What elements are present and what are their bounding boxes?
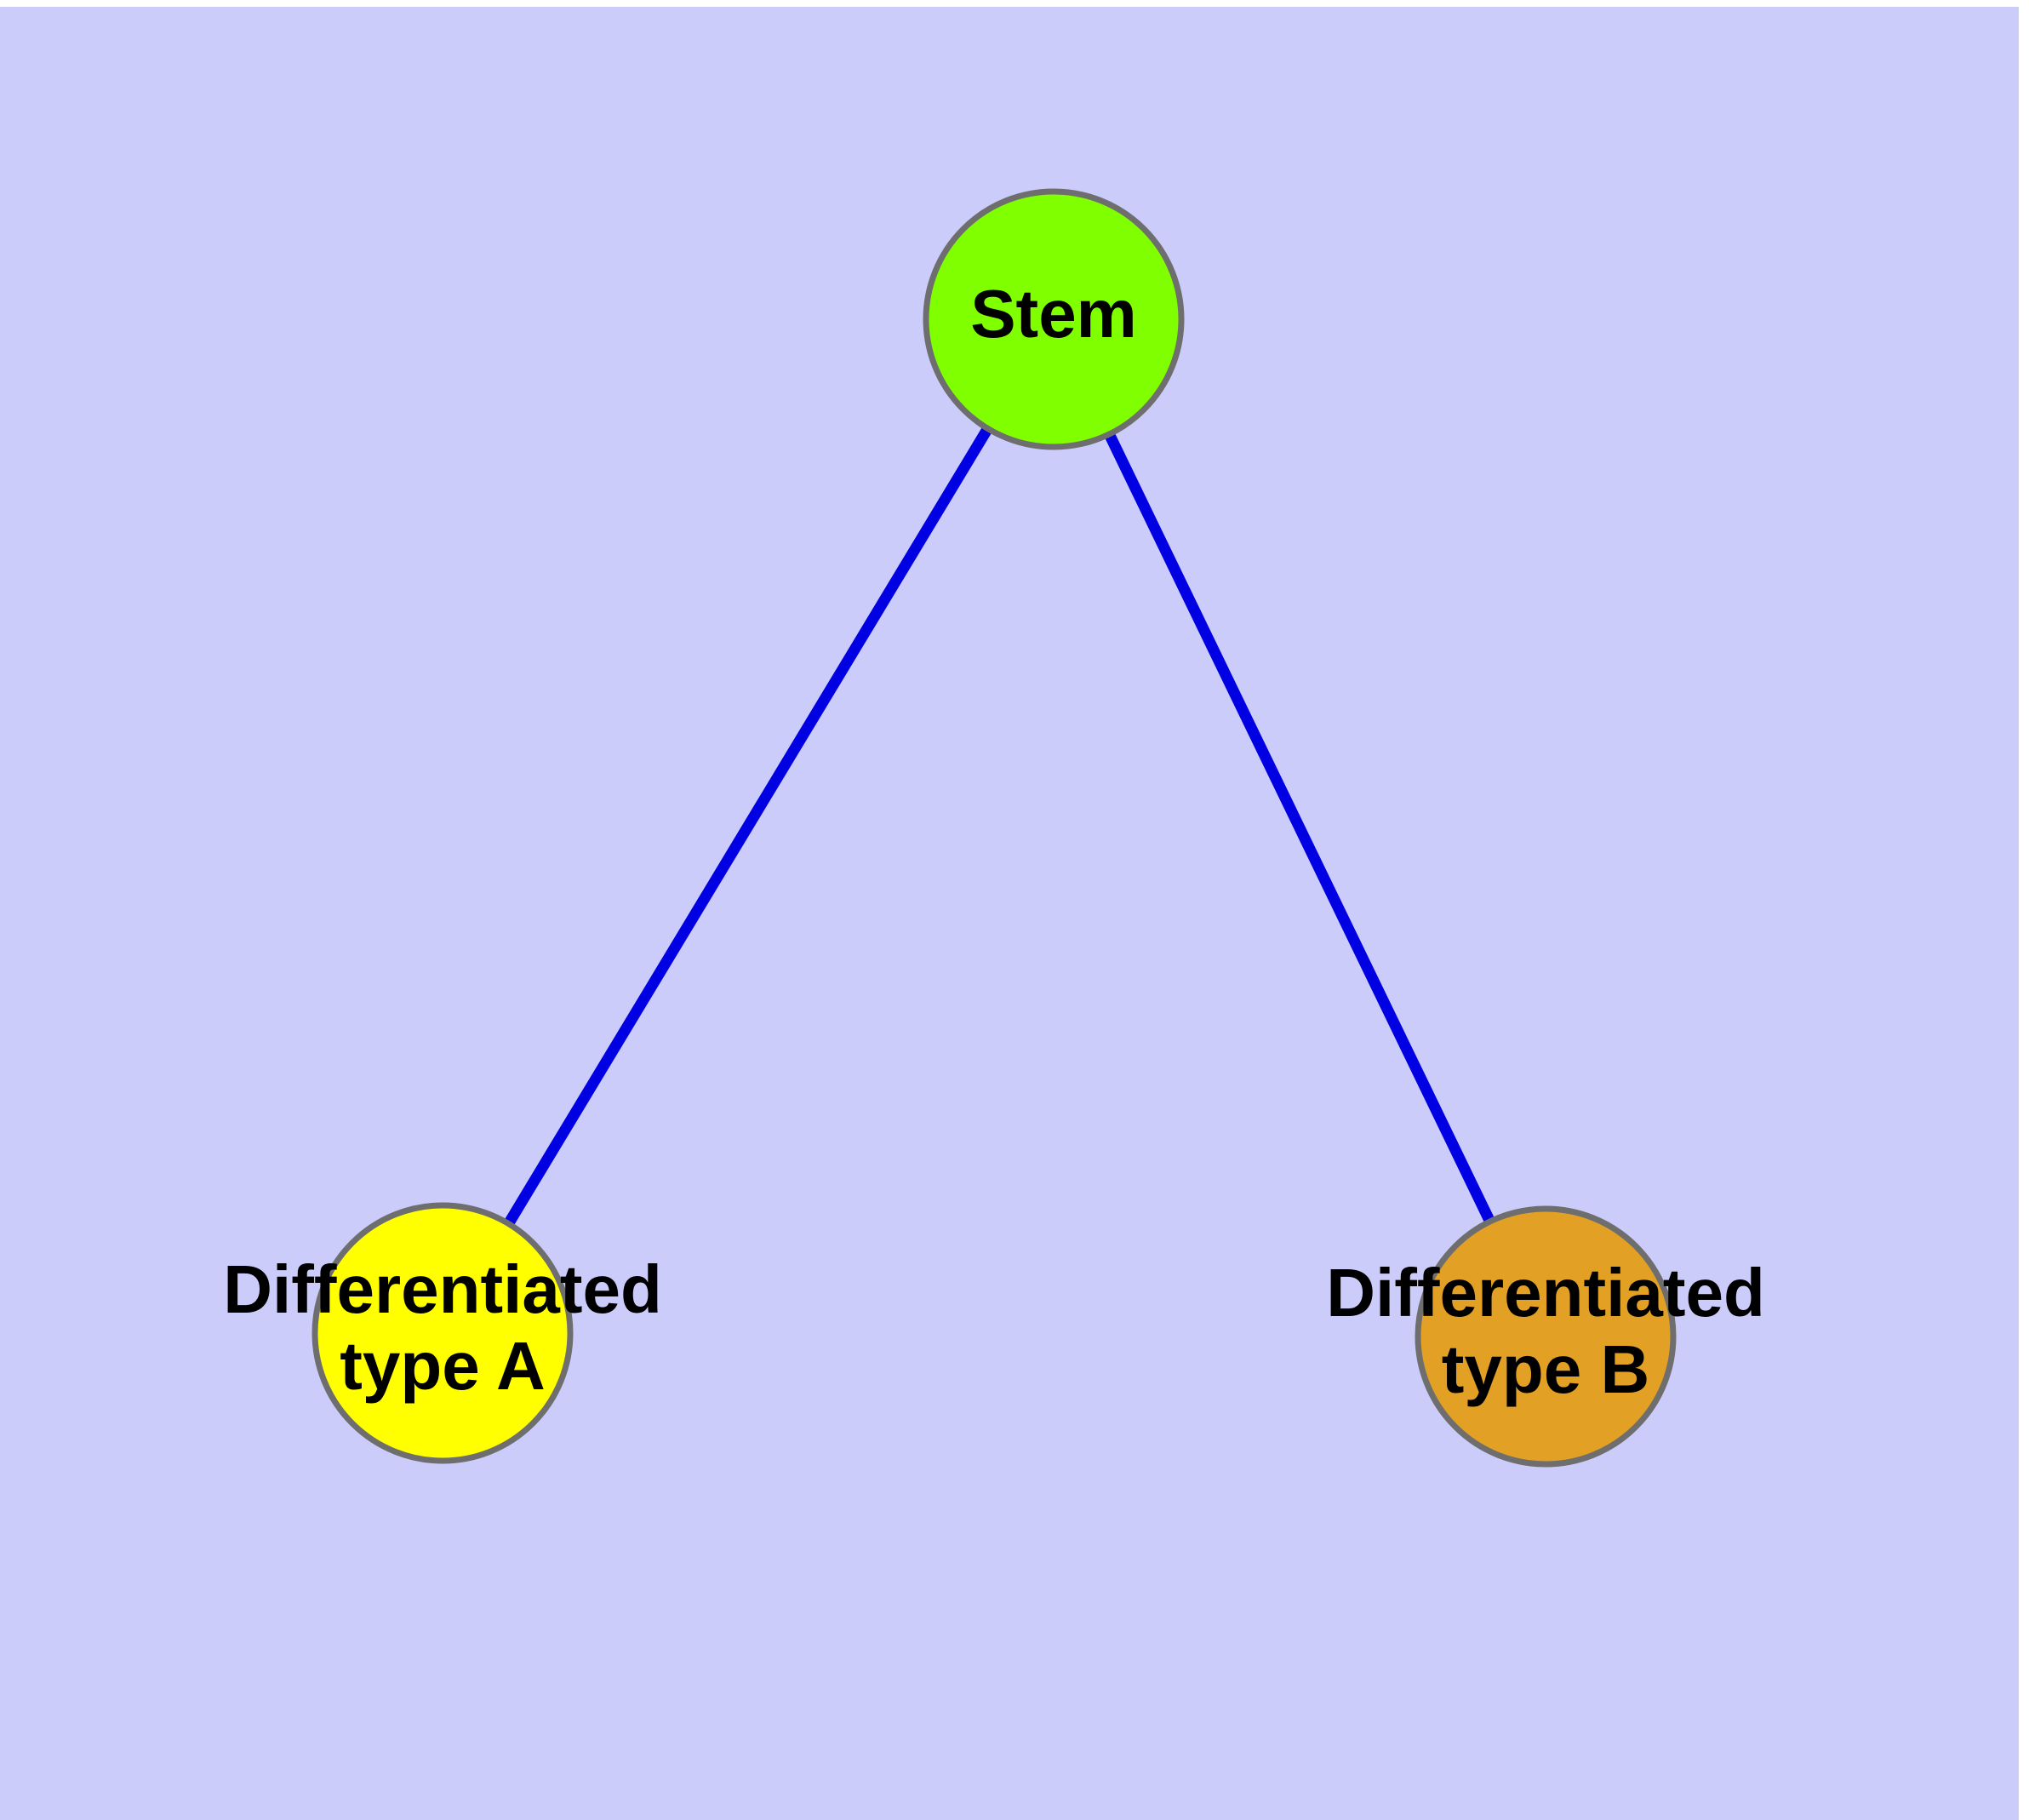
graph-node-diff_b[interactable]	[1415, 1205, 1677, 1468]
nodes-layer	[311, 188, 1677, 1468]
graph-node-label-line: Differentiated	[223, 1251, 662, 1327]
graph-edge-stem-to-diff_a	[505, 427, 992, 1225]
graph-node-label-line: type B	[1442, 1331, 1650, 1407]
graph-node-diff_a[interactable]	[311, 1202, 574, 1464]
graph-edge-stem-to-diff_b	[1105, 433, 1495, 1222]
graph-node-stem[interactable]	[923, 188, 1185, 450]
edges-layer	[505, 427, 1495, 1225]
graph-node-label-line: Stem	[970, 276, 1137, 352]
graph-node-label-line: Differentiated	[1326, 1255, 1765, 1331]
graph-node-label-line: type A	[340, 1328, 546, 1404]
graph-node-label-stem: Stem	[970, 276, 1137, 352]
